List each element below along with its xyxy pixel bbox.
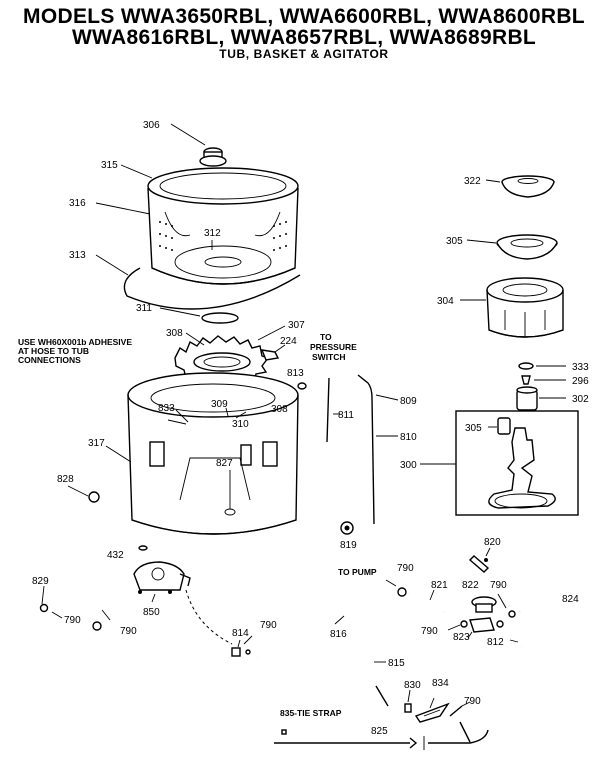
label-308-b: 308 <box>271 404 288 415</box>
label-815: 815 <box>388 658 405 669</box>
adhesive-note-line-1: USE WH60X001b ADHESIVE <box>18 337 132 347</box>
label-300: 300 <box>400 460 417 471</box>
part-302-adapter <box>516 386 538 411</box>
tie-strap-note: 835-TIE STRAP <box>280 708 342 718</box>
label-829: 829 <box>32 576 49 587</box>
label-825: 825 <box>371 726 388 737</box>
label-790-a: 790 <box>64 615 81 626</box>
label-307: 307 <box>288 320 305 331</box>
label-821: 821 <box>431 580 448 591</box>
label-308-a: 308 <box>166 328 183 339</box>
label-828: 828 <box>57 474 74 485</box>
label-809: 809 <box>400 396 417 407</box>
part-317-outer-tub <box>127 372 299 535</box>
label-814: 814 <box>232 628 249 639</box>
label-333: 333 <box>572 362 589 373</box>
label-312: 312 <box>204 228 221 239</box>
label-813: 813 <box>287 368 304 379</box>
label-305-a: 305 <box>446 236 463 247</box>
label-309: 309 <box>211 399 228 410</box>
part-322-cap <box>501 175 555 198</box>
label-310: 310 <box>232 419 249 430</box>
label-311: 311 <box>136 303 152 314</box>
label-302: 302 <box>572 394 589 405</box>
label-827: 827 <box>216 458 233 469</box>
label-830: 830 <box>404 680 421 691</box>
label-819: 819 <box>340 540 357 551</box>
part-316-basket <box>147 167 299 285</box>
label-820: 820 <box>484 537 501 548</box>
adhesive-note-line-2: AT HOSE TO TUB <box>18 346 89 356</box>
label-306: 306 <box>143 120 160 131</box>
label-317: 317 <box>88 438 105 449</box>
label-823: 823 <box>453 632 470 643</box>
label-305-b: 305 <box>465 423 482 434</box>
label-790-f: 790 <box>421 626 438 637</box>
label-850: 850 <box>143 607 160 618</box>
label-790-b: 790 <box>120 626 137 637</box>
label-304: 304 <box>437 296 454 307</box>
label-790-g: 790 <box>464 696 481 707</box>
label-790-e: 790 <box>490 580 507 591</box>
part-300-agitator <box>488 417 556 509</box>
to-pump-note: TO PUMP <box>338 567 377 577</box>
part-306-cap <box>199 147 227 167</box>
part-850-pump <box>133 561 191 594</box>
label-810: 810 <box>400 432 417 443</box>
pressure-note-line-2: PRESSURE <box>310 342 357 352</box>
label-834: 834 <box>432 678 449 689</box>
label-822: 822 <box>462 580 479 591</box>
label-824: 824 <box>562 594 579 605</box>
part-304-agitator-top <box>486 277 564 338</box>
label-315: 315 <box>101 160 118 171</box>
diagram-subtitle: TUB, BASKET & AGITATOR <box>219 47 389 61</box>
part-305-dispenser <box>496 234 558 260</box>
label-313: 313 <box>69 250 86 261</box>
label-432: 432 <box>107 550 124 561</box>
label-790-d: 790 <box>397 563 414 574</box>
model-title-line-1: MODELS WWA3650RBL, WWA6600RBL, WWA8600RB… <box>23 5 585 28</box>
label-224: 224 <box>280 336 297 347</box>
label-833: 833 <box>158 403 175 414</box>
label-790-c: 790 <box>260 620 277 631</box>
model-title-line-2: WWA8616RBL, WWA8657RBL, WWA8689RBL <box>71 26 537 49</box>
label-816: 816 <box>330 629 347 640</box>
adhesive-note-line-3: CONNECTIONS <box>18 355 81 365</box>
pressure-note-line-3: SWITCH <box>312 352 346 362</box>
label-812: 812 <box>487 637 504 648</box>
pressure-note-line-1: TO <box>320 332 332 342</box>
label-322: 322 <box>464 176 481 187</box>
label-811: 811 <box>338 410 354 421</box>
label-316: 316 <box>69 198 86 209</box>
part-822-valve <box>471 596 497 613</box>
label-296: 296 <box>572 376 589 387</box>
